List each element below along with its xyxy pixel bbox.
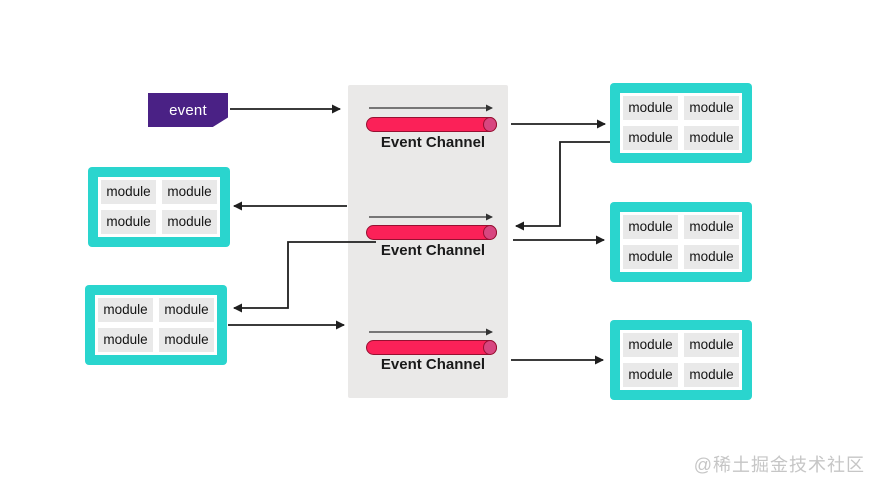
cylinder-cap	[483, 117, 497, 132]
module-group-right-middle: module module module module	[610, 202, 752, 282]
cylinder-cap	[483, 225, 497, 240]
event-channel-1-cylinder	[366, 117, 497, 132]
module-cell: module	[620, 93, 681, 123]
event-channel-3-label: Event Channel	[380, 356, 486, 373]
module-cell: module	[681, 242, 742, 272]
module-cell: module	[156, 325, 217, 355]
module-group-left-middle: module module module module	[88, 167, 230, 247]
event-channel-1-label: Event Channel	[380, 134, 486, 151]
cylinder-cap	[483, 340, 497, 355]
module-cell: module	[620, 330, 681, 360]
event-channel-2-cylinder	[366, 225, 497, 240]
module-group-right-bottom: module module module module	[610, 320, 752, 400]
module-cell: module	[95, 325, 156, 355]
event-channel-2-label: Event Channel	[380, 242, 486, 259]
module-cell: module	[681, 360, 742, 390]
event-box: event	[148, 93, 228, 127]
module-cell: module	[681, 123, 742, 153]
module-cell: module	[95, 295, 156, 325]
arrow-right-top-group-to-channel-2	[515, 141, 610, 231]
module-cell: module	[681, 330, 742, 360]
module-cell: module	[681, 93, 742, 123]
module-group-left-bottom: module module module module	[85, 285, 227, 365]
module-cell: module	[681, 212, 742, 242]
module-cell: module	[156, 295, 217, 325]
module-cell: module	[620, 212, 681, 242]
module-cell: module	[98, 207, 159, 237]
event-label: event	[169, 101, 207, 119]
event-channel-3-cylinder	[366, 340, 497, 355]
module-cell: module	[620, 242, 681, 272]
module-cell: module	[159, 177, 220, 207]
watermark: @稀土掘金技术社区	[693, 455, 865, 475]
arrow-channel-2-to-left-bottom-group	[233, 241, 376, 313]
module-cell: module	[620, 123, 681, 153]
module-cell: module	[620, 360, 681, 390]
module-cell: module	[159, 207, 220, 237]
module-cell: module	[98, 177, 159, 207]
module-group-right-top: module module module module	[610, 83, 752, 163]
